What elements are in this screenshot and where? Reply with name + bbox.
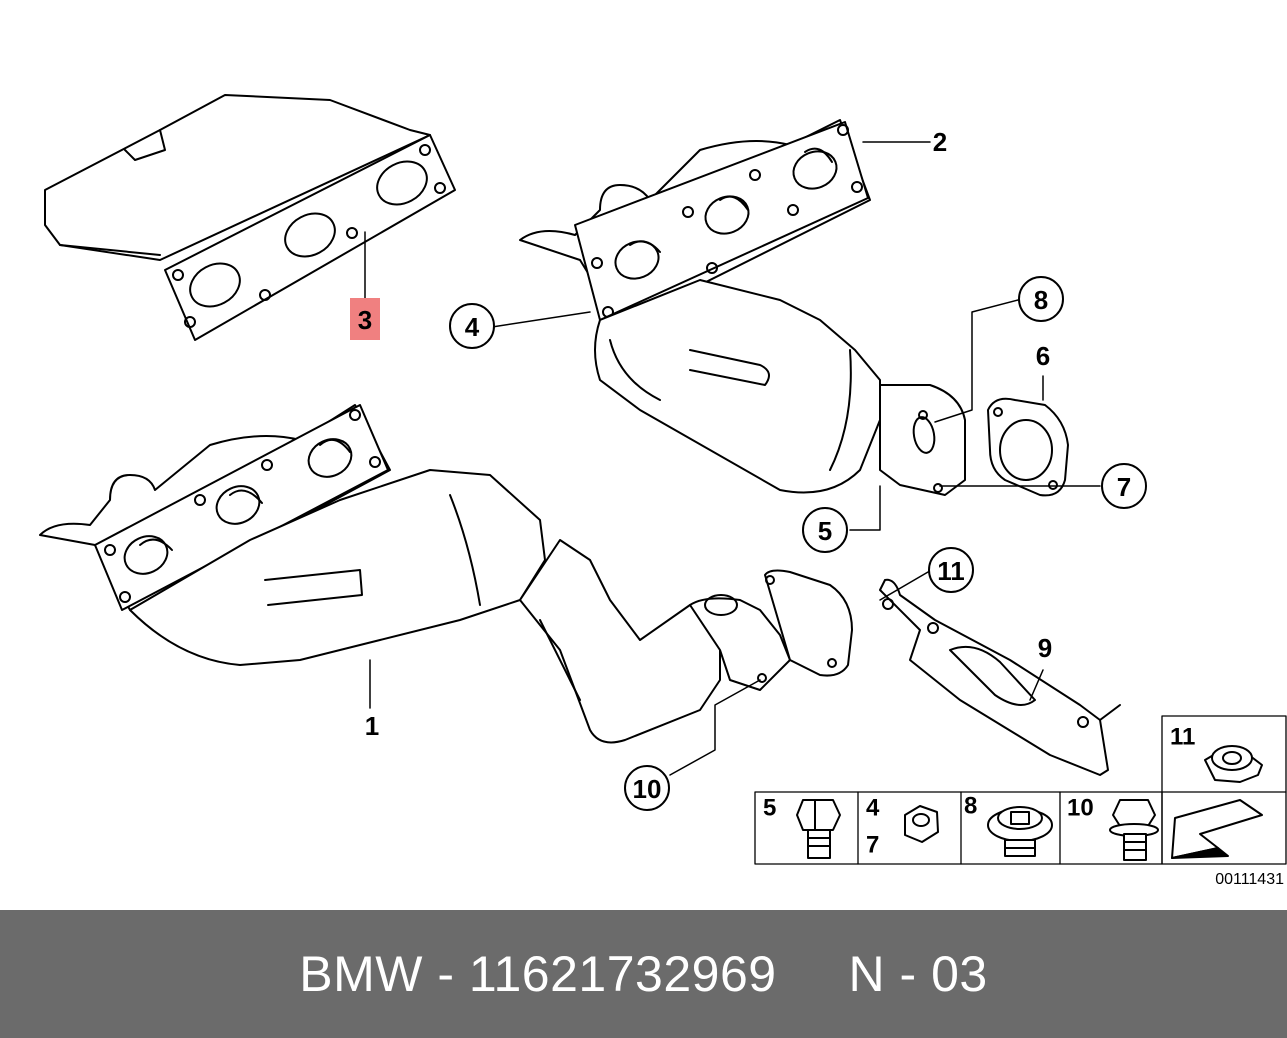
highlight-box bbox=[350, 298, 380, 340]
legend-label-5: 5 bbox=[763, 795, 776, 822]
callout-5[interactable]: 5 bbox=[818, 516, 832, 546]
callout-10-circle bbox=[624, 765, 670, 811]
callout-7[interactable]: 7 bbox=[1117, 472, 1131, 502]
heat-shield-gasket-drawing bbox=[44, 94, 456, 341]
callout-7-circle bbox=[1101, 463, 1147, 509]
flange-gasket-drawing bbox=[987, 397, 1069, 497]
front-manifold-catalyst-drawing bbox=[39, 404, 853, 744]
callout-11[interactable]: 11 bbox=[937, 556, 965, 586]
callout-1[interactable]: 1 bbox=[365, 711, 379, 741]
bolt-icon bbox=[796, 799, 841, 859]
drawing-id: 00111431 bbox=[1215, 871, 1284, 888]
callout-circles bbox=[449, 276, 1147, 811]
flange-bolt-icon bbox=[1109, 799, 1159, 861]
fastener-legend bbox=[754, 715, 1287, 865]
callout-8[interactable]: 8 bbox=[1034, 285, 1048, 315]
callout-9[interactable]: 9 bbox=[1038, 633, 1052, 663]
callout-4[interactable]: 4 bbox=[465, 312, 480, 342]
self-locking-nut-icon bbox=[1204, 745, 1263, 783]
rear-manifold-catalyst-drawing bbox=[519, 119, 966, 496]
legend-label-10: 10 bbox=[1067, 795, 1094, 822]
nut-icon bbox=[904, 805, 939, 843]
legend-label-11: 11 bbox=[1170, 724, 1195, 751]
callout-4-circle bbox=[449, 303, 495, 349]
callout-6[interactable]: 6 bbox=[1036, 341, 1050, 371]
plug-screw-icon bbox=[987, 806, 1053, 857]
legend-label-4: 4 bbox=[866, 795, 880, 822]
direction-arrow-icon bbox=[1171, 799, 1263, 859]
legend-label-8: 8 bbox=[964, 793, 977, 820]
callout-10[interactable]: 10 bbox=[633, 774, 662, 804]
exploded-view-drawing: 2 3 4 8 6 7 5 11 9 1 10 5 4 7 8 10 11 00… bbox=[39, 94, 1287, 888]
part-number-caption: BMW - 11621732969 N - 03 bbox=[299, 946, 988, 1002]
legend-label-7: 7 bbox=[866, 832, 879, 859]
callout-11-circle bbox=[928, 547, 974, 593]
footer-bar: BMW - 11621732969 N - 03 bbox=[0, 910, 1287, 1038]
parts-diagram: 2 3 4 8 6 7 5 11 9 1 10 5 4 7 8 10 11 00… bbox=[39, 94, 1287, 888]
callout-5-circle bbox=[802, 507, 848, 553]
leader-lines bbox=[364, 141, 1101, 776]
callout-3[interactable]: 3 bbox=[358, 305, 372, 335]
support-bracket-drawing bbox=[879, 578, 1121, 776]
callout-8-circle bbox=[1018, 276, 1064, 322]
callout-2[interactable]: 2 bbox=[933, 127, 947, 157]
